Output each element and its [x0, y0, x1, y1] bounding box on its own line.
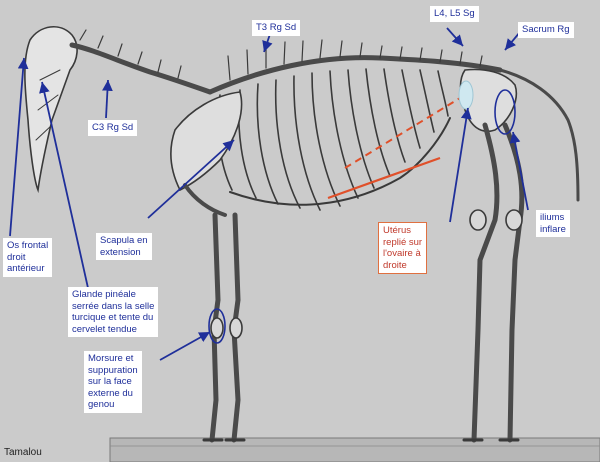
label-uterus: Utérus replié sur l'ovaire à droite	[378, 222, 428, 274]
skeleton-drawing	[24, 26, 580, 443]
uterus-lines	[327, 97, 461, 200]
label-morsure: Morsure et suppuration sur la face exter…	[84, 351, 142, 413]
ilium-marker	[494, 89, 516, 135]
credit-text: Tamalou	[4, 447, 42, 458]
pedestal	[109, 437, 600, 462]
label-os-frontal: Os frontal droit antérieur	[3, 238, 53, 277]
label-scapula: Scapula en extension	[96, 233, 152, 260]
uterus-marker	[458, 80, 474, 110]
label-iliums: iliums inflare	[536, 210, 570, 237]
knee-marker	[208, 308, 226, 344]
label-l4-l5: L4, L5 Sg	[430, 6, 479, 22]
label-c3: C3 Rg Sd	[88, 120, 138, 136]
label-t3: T3 Rg Sd	[252, 20, 301, 36]
label-glande-pineale: Glande pinéale serrée dans la selle turc…	[68, 287, 159, 337]
label-sacrum: Sacrum Rg	[518, 22, 574, 38]
annotation-arrows	[9, 27, 529, 361]
